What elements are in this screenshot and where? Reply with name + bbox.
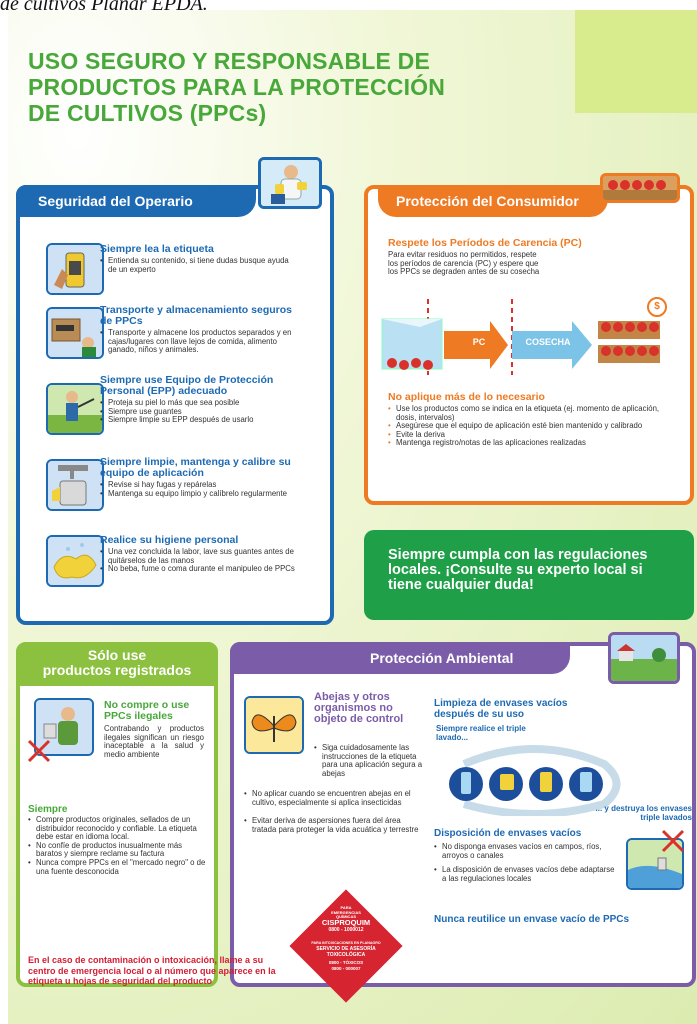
disposal-bullet-2: La disposición de envases vacíos debe ad… bbox=[434, 865, 620, 883]
operator-item-3: Siempre use Equipo de Protección Persona… bbox=[100, 375, 298, 425]
operator-header: Seguridad del Operario bbox=[16, 185, 256, 217]
dollar-icon: $ bbox=[654, 301, 660, 312]
disposal-title: Disposición de envases vacíos bbox=[434, 828, 582, 839]
clean-title: Limpieza de envases vacíos después de su… bbox=[434, 698, 568, 720]
operator-item-3-title: Siempre use Equipo de Protección Persona… bbox=[100, 374, 274, 397]
siempre-bullet-3: Nunca compre PPCs en el "mercado negro" … bbox=[28, 858, 210, 876]
poster: USO SEGURO Y RESPONSABLE DE PRODUCTOS PA… bbox=[8, 10, 697, 1024]
excess-section: No aplique más de lo necesario Use los p… bbox=[388, 391, 678, 448]
siempre-bullet-2: No confíe de productos inusualmente más … bbox=[28, 841, 210, 859]
registered-products-panel: Sólo use productos registrados No compre… bbox=[16, 642, 218, 987]
operator-item-4-bullet-2: Mantenga su equipo limpio y calíbrelo re… bbox=[100, 489, 298, 499]
registered-header-line-2: productos registrados bbox=[42, 662, 192, 678]
bees-title: Abejas y otros organismos no objeto de c… bbox=[314, 691, 404, 725]
bees-bullet-2: No aplicar cuando se encuentren abejas e… bbox=[244, 789, 426, 807]
sprayer-cleaning-icon bbox=[46, 459, 104, 511]
registered-header-line-1: Sólo use bbox=[87, 647, 147, 663]
arrow-cosecha-label: COSECHA bbox=[525, 337, 571, 347]
tomato-crate-photo bbox=[600, 173, 680, 203]
excess-bullet-1: Use los productos como se indica en la e… bbox=[388, 404, 678, 422]
operator-safety-panel: Seguridad del Operario Siempre lea la et… bbox=[16, 157, 334, 625]
excess-title: No aplique más de lo necesario bbox=[388, 391, 545, 403]
butterfly-icon bbox=[246, 698, 302, 752]
bees-bullets-b: No aplicar cuando se encuentren abejas e… bbox=[244, 789, 426, 834]
label-icon bbox=[46, 243, 104, 295]
triple-label: Siempre realice el triple lavado... bbox=[436, 724, 526, 742]
emergency-text: En el caso de contaminación o intoxicaci… bbox=[28, 955, 276, 986]
operator-item-4-title: Siempre limpie, mantenga y calibre su eq… bbox=[100, 456, 291, 479]
storage-icon bbox=[46, 307, 104, 359]
illegal-text: Contrabando y productos ilegales signifi… bbox=[104, 724, 204, 759]
diamond-line-1: PARA EMERGENCIAS QUÍMICAS bbox=[331, 905, 361, 919]
illegal-title: No compre o use PPCs ilegales bbox=[104, 699, 190, 722]
emergency-diamond: PARA EMERGENCIAS QUÍMICAS CISPROQUIM 080… bbox=[289, 889, 403, 1003]
environment-header: Protección Ambiental bbox=[230, 642, 570, 674]
bees-bullet-3: Evitar deriva de aspersiones fuera del á… bbox=[244, 816, 426, 834]
registered-header: Sólo use productos registrados bbox=[16, 642, 218, 686]
regulations-box: Siempre cumpla con las regulaciones loca… bbox=[364, 530, 694, 620]
disposal-section: Disposición de envases vacíos No dispong… bbox=[434, 828, 620, 883]
operator-item-2-title: Transporte y almacenamiento seguros de P… bbox=[100, 304, 292, 327]
title-line-3: DE CULTIVOS (PPCs) bbox=[28, 100, 267, 126]
disposal-bullet-1: No disponga envases vacíos en campos, rí… bbox=[434, 842, 620, 860]
consumer-header: Protección del Consumidor bbox=[378, 185, 608, 217]
carencia-section: Respete los Períodos de Carencia (PC) Pa… bbox=[388, 237, 628, 277]
bees-title-wrap: Abejas y otros organismos no objeto de c… bbox=[314, 692, 424, 725]
operator-item-5-title: Realice su higiene personal bbox=[100, 534, 239, 546]
landscape-photo bbox=[608, 632, 680, 684]
diamond-line-4: PARA INTOXICACIONES EN PLANAGRO bbox=[311, 941, 381, 945]
diamond-line-7: 0800 - 000007 bbox=[331, 966, 361, 971]
excess-bullet-2: Asegúrese que el equipo de aplicación es… bbox=[388, 422, 678, 431]
siempre-bullet-1: Compre productos originales, sellados de… bbox=[28, 815, 210, 842]
operator-photo bbox=[258, 157, 322, 209]
operator-item-2: Transporte y almacenamiento seguros de P… bbox=[100, 305, 298, 355]
hand-washing-icon bbox=[46, 535, 104, 587]
destroy-label: ... y destruya los envases triple lavado… bbox=[595, 804, 693, 822]
operator-item-5-bullet-1: Una vez concluida la labor, lave sus gua… bbox=[100, 547, 298, 565]
consumer-protection-panel: Protección del Consumidor Respete los Pe… bbox=[364, 173, 694, 505]
excess-bullet-3: Evite la deriva bbox=[388, 430, 678, 440]
operator-item-2-bullet-1: Transporte y almacene los productos sepa… bbox=[100, 328, 298, 355]
bees-bullet-1: Siga cuidadosamente las instrucciones de… bbox=[314, 743, 426, 778]
ppe-icon bbox=[46, 383, 104, 435]
operator-item-4: Siempre limpie, mantenga y calibre su eq… bbox=[100, 457, 298, 498]
operator-item-4-bullet-1: Revise si hay fugas y repárelas bbox=[100, 480, 298, 490]
bees-bullets-a: Siga cuidadosamente las instrucciones de… bbox=[314, 743, 426, 778]
operator-item-3-bullet-3: Siempre limpie su EPP después de usarlo bbox=[100, 416, 298, 425]
operator-item-3-bullet-2: Siempre use guantes bbox=[100, 407, 298, 417]
operator-item-1: Siempre lea la etiqueta Entienda su cont… bbox=[100, 244, 298, 274]
excess-bullet-4: Mantenga registro/notas de las aplicacio… bbox=[388, 439, 678, 448]
diamond-line-2: CISPROQUIM bbox=[321, 918, 371, 927]
operator-worker-icon bbox=[261, 160, 319, 206]
siempre-title: Siempre bbox=[28, 804, 68, 815]
title-line-2: PRODUCTOS PARA LA PROTECCIÓN bbox=[28, 74, 446, 100]
operator-item-5: Realice su higiene personal Una vez conc… bbox=[100, 535, 298, 574]
carencia-title: Respete los Períodos de Carencia (PC) bbox=[388, 237, 582, 249]
triple-rinse-diagram bbox=[449, 745, 621, 816]
diamond-line-3: 0800 - 1000012 bbox=[328, 927, 364, 933]
butterfly-photo bbox=[244, 696, 304, 754]
corner-block bbox=[575, 10, 697, 113]
diamond-line-6: 0800 - TÓXICOS bbox=[328, 960, 364, 965]
never-reuse: Nunca reutilice un envase vacío de PPCs bbox=[434, 914, 630, 925]
operator-item-5-bullet-2: No beba, fume o coma durante el manipule… bbox=[100, 565, 298, 574]
operator-item-3-bullet-1: Proteja su piel lo más que sea posible bbox=[100, 398, 298, 408]
cross-icon bbox=[27, 739, 51, 763]
diamond-line-5: SERVICIO DE ASESORÍA TOXICOLÓGICA bbox=[316, 946, 376, 958]
carencia-diagram bbox=[381, 297, 667, 375]
illegal-section: No compre o use PPCs ilegales Contraband… bbox=[104, 700, 204, 759]
carencia-text: Para evitar residuos no permitidos, resp… bbox=[388, 250, 540, 277]
poster-title: USO SEGURO Y RESPONSABLE DE PRODUCTOS PA… bbox=[28, 48, 548, 126]
operator-item-1-bullet-1: Entienda su contenido, si tiene dudas bu… bbox=[100, 256, 298, 274]
operator-item-1-title: Siempre lea la etiqueta bbox=[100, 243, 214, 255]
river-photo bbox=[626, 838, 684, 890]
title-line-1: USO SEGURO Y RESPONSABLE DE bbox=[28, 48, 431, 74]
clean-section: Limpieza de envases vacíos después de su… bbox=[434, 698, 604, 742]
cross-icon-2 bbox=[661, 829, 685, 853]
siempre-section: Siempre Compre productos originales, sel… bbox=[28, 804, 210, 876]
arrow-pc-label: PC bbox=[472, 337, 486, 347]
